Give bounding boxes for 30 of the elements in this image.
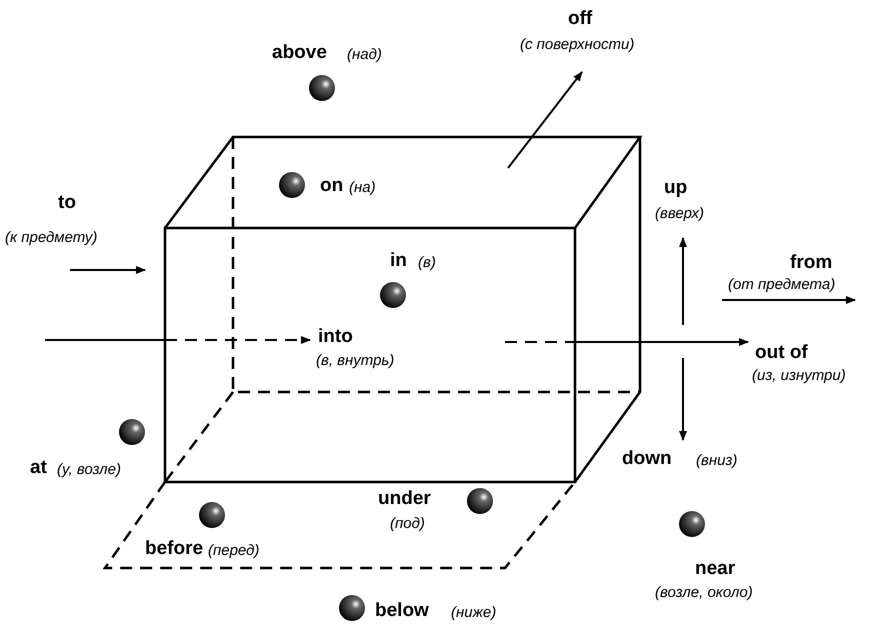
translation-label: (из, изнутри) [752, 367, 846, 384]
translation-label: (к предмету) [5, 229, 98, 246]
preposition-label: near [695, 558, 736, 580]
translation-label: (с поверхности) [520, 36, 634, 53]
preposition-label: into [318, 326, 353, 348]
translation-label: (в, внутрь) [316, 352, 394, 369]
translation-label: (возле, около) [655, 584, 753, 601]
preposition-label: from [790, 252, 832, 274]
translation-label: (в) [418, 254, 436, 271]
preposition-label: before [145, 538, 204, 560]
translation-label: (ниже) [451, 604, 496, 621]
translation-label: (у, возле) [57, 461, 121, 478]
translation-label: (вниз) [696, 452, 738, 469]
preposition-label: out of [755, 342, 808, 364]
translation-label: (под) [390, 515, 425, 532]
translation-label: (вверх) [655, 205, 704, 222]
preposition-label: to [58, 192, 76, 214]
translation-label: (перед) [208, 542, 260, 559]
preposition-label: above [272, 42, 327, 64]
preposition-label: under [378, 488, 431, 510]
preposition-label: on [320, 175, 344, 197]
translation-label: (над) [347, 46, 382, 63]
preposition-label: off [568, 8, 592, 30]
preposition-label: down [622, 448, 672, 470]
preposition-label: below [375, 600, 429, 622]
preposition-label: in [390, 250, 407, 272]
translation-label: (от предмета) [728, 276, 836, 293]
translation-label: (на) [349, 179, 376, 196]
preposition-label: at [30, 457, 47, 479]
preposition-label: up [664, 177, 688, 199]
